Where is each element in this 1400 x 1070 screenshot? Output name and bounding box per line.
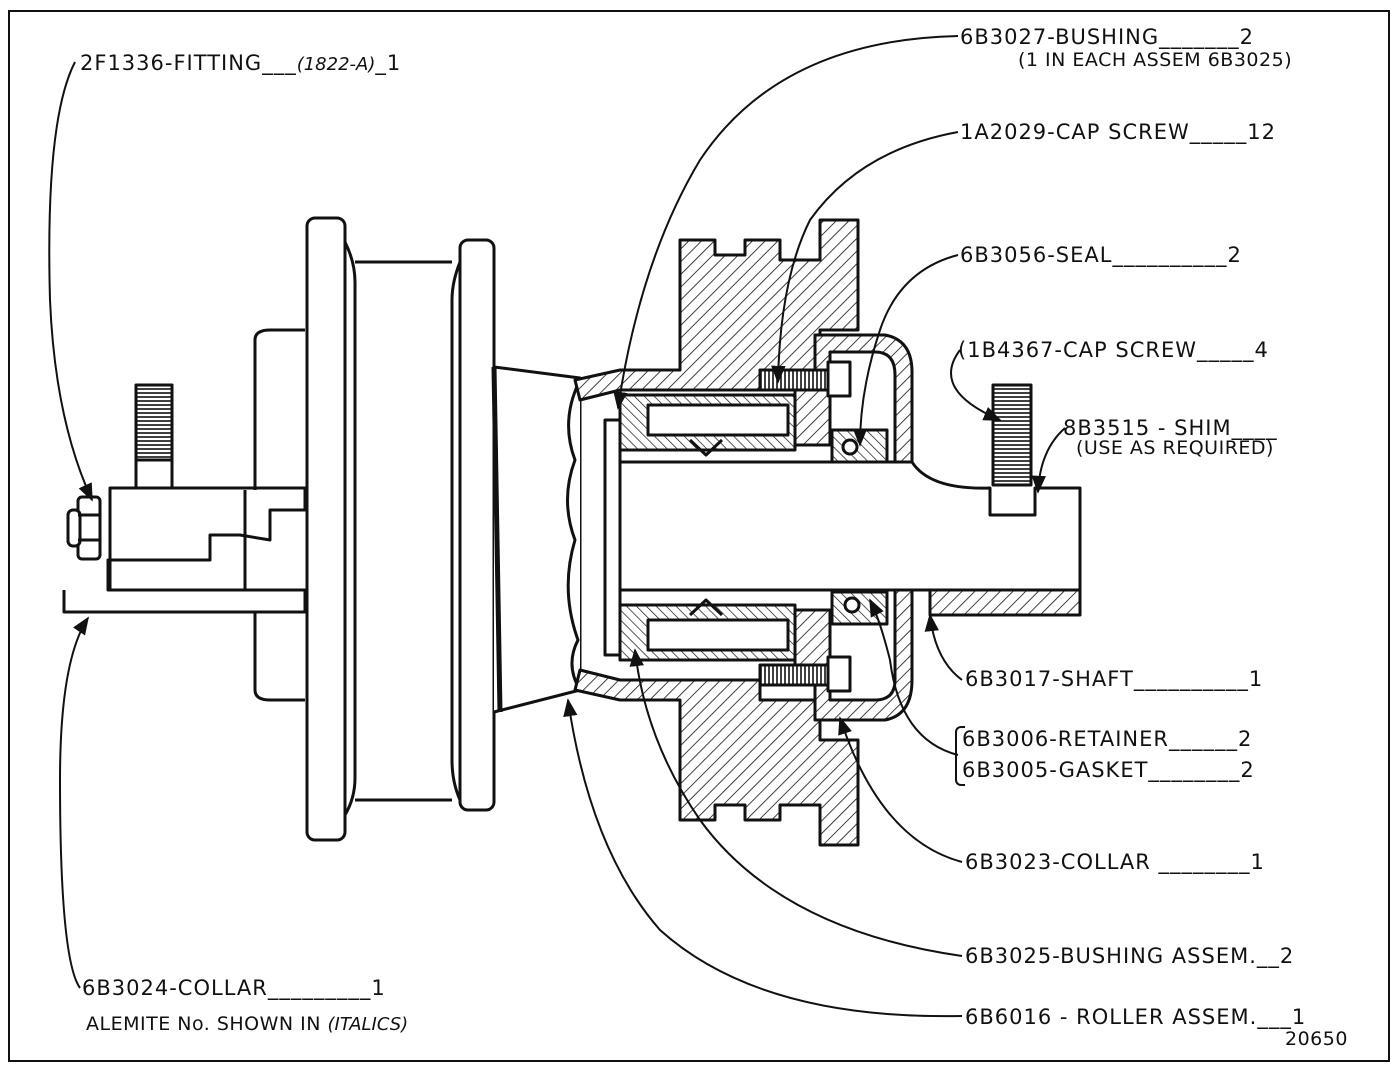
part-name: FITTING <box>173 51 263 75</box>
label-fitting: 2F1336-FITTING___(1822-A)_1 <box>80 51 402 75</box>
part-name: ROLLER ASSEM. <box>1076 1005 1258 1029</box>
leader-collar-right <box>838 716 963 863</box>
alemite-number: (1822-A) <box>296 54 376 75</box>
leader-capscrew-a <box>771 131 959 384</box>
label-bushing-note: (1 IN EACH ASSEM 6B3025) <box>1018 49 1293 71</box>
label-roller-assem: 6B6016 - ROLLER ASSEM.___1 <box>965 1005 1307 1029</box>
part-number: 6B6016 <box>965 1005 1053 1029</box>
label-bushing: 6B3027-BUSHING_______2 <box>960 25 1255 49</box>
leader-collar-left <box>58 616 89 989</box>
label-retainer: 6B3006-RETAINER______2 <box>962 727 1253 751</box>
label-bushing-assem: 6B3025-BUSHING ASSEM.__2 <box>965 944 1295 968</box>
part-number: 6B3027 <box>960 25 1048 49</box>
shaft-6b3017 <box>603 418 1082 657</box>
grease-fitting-2f1336 <box>66 495 102 561</box>
left-collar-6b3024 <box>62 328 307 702</box>
part-number: 6B3056 <box>960 243 1048 267</box>
label-shim-note: (USE AS REQUIRED) <box>1076 437 1274 459</box>
label-seal: 6B3056-SEAL__________2 <box>960 243 1242 267</box>
label-capscrew-b: (1B4367-CAP SCREW_____4 <box>958 338 1269 362</box>
label-shaft: 6B3017-SHAFT__________1 <box>965 667 1264 691</box>
part-name: COLLAR <box>177 976 268 1000</box>
part-name: COLLAR <box>1060 850 1151 874</box>
leader-shaft <box>924 613 963 681</box>
drawing-number: 20650 <box>1285 1028 1348 1050</box>
label-capscrew-a: 1A2029-CAP SCREW_____12 <box>960 120 1276 144</box>
part-name: CAP SCREW <box>1063 338 1197 362</box>
part-qty: 1 <box>1291 1005 1307 1029</box>
drawing-frame <box>8 10 1390 1062</box>
part-number: 8B3515 <box>1063 416 1151 440</box>
part-qty: 1 <box>1250 850 1265 874</box>
part-name: RETAINER <box>1057 727 1169 751</box>
label-shim: 8B3515 - SHIM____ <box>1063 416 1278 440</box>
roller-6b6016 <box>305 216 582 842</box>
part-qty: 2 <box>1240 758 1255 782</box>
part-qty: 2 <box>1227 243 1242 267</box>
retainer-gasket-brace <box>955 726 965 786</box>
part-number: 6B3025 <box>965 944 1053 968</box>
right-stud <box>991 383 1033 487</box>
leader-fitting <box>48 61 93 502</box>
part-qty: 2 <box>1239 25 1255 49</box>
alemite-note-italic: (ITALICS) <box>327 1014 409 1035</box>
part-qty: 2 <box>1279 944 1295 968</box>
part-number: 6B3024 <box>82 976 170 1000</box>
part-qty: 4 <box>1254 338 1269 362</box>
part-number: 6B3017 <box>965 667 1053 691</box>
part-name: BUSHING <box>1055 25 1160 49</box>
alemite-note: ALEMITE No. SHOWN IN (ITALICS) <box>86 1015 408 1034</box>
leader-retainer <box>869 598 959 756</box>
part-number: 2F1336 <box>80 51 165 75</box>
left-stud <box>134 383 174 462</box>
part-number: 6B3023 <box>965 850 1053 874</box>
leader-roller-assem <box>563 698 963 1018</box>
part-qty: 1 <box>1248 667 1264 691</box>
part-number: 1A2029 <box>960 120 1048 144</box>
alemite-note-prefix: ALEMITE No. SHOWN IN <box>86 1013 321 1035</box>
part-qty: 1 <box>386 51 402 75</box>
label-collar-left: 6B3024-COLLAR_________1 <box>82 976 386 1000</box>
label-gasket: 6B3005-GASKET________2 <box>962 758 1255 782</box>
part-name: CAP SCREW <box>1055 120 1190 144</box>
leader-capscrew-b <box>950 349 1002 421</box>
leader-seal <box>852 254 959 447</box>
cap-screws-1a2029 <box>758 360 852 693</box>
leader-bushing <box>613 35 959 410</box>
part-name: SHAFT <box>1060 667 1134 691</box>
part-name: BUSHING ASSEM. <box>1060 944 1257 968</box>
part-qty: 1 <box>371 976 386 1000</box>
leader-bushing-assem <box>629 648 963 957</box>
part-name: SHIM <box>1174 416 1232 440</box>
part-name: GASKET <box>1058 758 1149 782</box>
part-number: 1B4367 <box>967 338 1055 362</box>
part-qty: 12 <box>1247 120 1276 144</box>
leader-shim <box>1031 427 1066 494</box>
part-number: 6B3005 <box>962 758 1050 782</box>
part-number: 6B3006 <box>962 727 1050 751</box>
part-qty: 2 <box>1237 727 1253 751</box>
label-collar-right: 6B3023-COLLAR ________1 <box>965 850 1265 874</box>
part-name: SEAL <box>1055 243 1113 267</box>
